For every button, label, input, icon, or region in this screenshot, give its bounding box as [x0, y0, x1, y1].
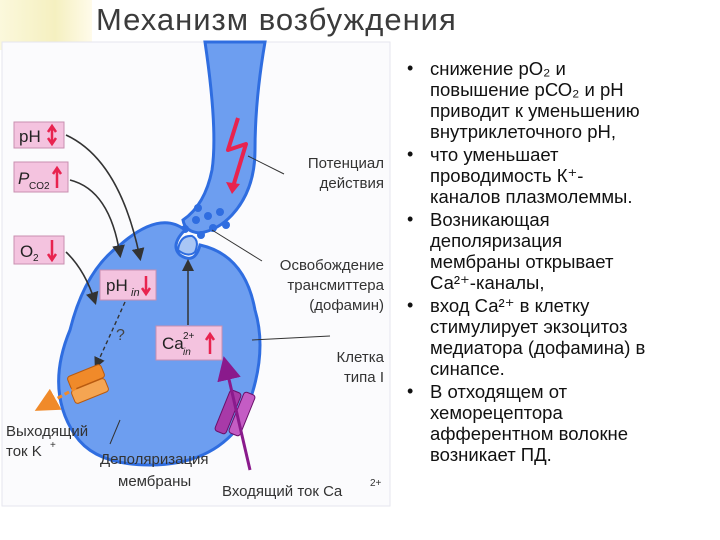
- outward-k-label-1: Выходящий: [6, 423, 88, 440]
- question-mark: ?: [116, 327, 125, 344]
- cell-type-label-1: Клетка: [337, 349, 385, 366]
- o2-label: O: [20, 242, 33, 261]
- cain-sub: in: [183, 347, 191, 358]
- slide-title: Механизм возбуждения: [96, 2, 457, 37]
- outward-k-label-2: ток K: [6, 443, 42, 460]
- ph-box: [13, 121, 65, 149]
- phin-sub: in: [131, 287, 140, 299]
- o2-box: [13, 235, 65, 265]
- arrow-o2: [65, 251, 99, 306]
- ph-label: pH: [19, 127, 41, 146]
- pco2-label: P: [18, 169, 30, 188]
- inward-ca-sup: 2+: [370, 478, 382, 489]
- k-outward-arrow: [34, 386, 77, 411]
- action-potential-arrow: [226, 117, 248, 191]
- action-potential-label-1: Потенциал: [308, 155, 384, 172]
- arrow-ph: [65, 134, 145, 262]
- depolarization-label-2: мембраны: [118, 473, 191, 490]
- ca-inward-arrow: [217, 356, 252, 471]
- chemoreceptor-diagram: pH P CO2 O 2 pH in ? Ca in 2+ Потенциал …: [1, 40, 391, 507]
- transmitter-label-3: (дофамин): [309, 297, 384, 314]
- inward-ca-label: Входящий ток Ca: [222, 483, 343, 500]
- pco2-sub: CO2: [29, 181, 50, 192]
- arrow-to-k-channel: [94, 301, 126, 369]
- depolarization-label-1: Деполяризация: [100, 451, 209, 468]
- action-potential-label-2: действия: [320, 175, 384, 192]
- o2-sub: 2: [33, 253, 39, 264]
- arrow-pco2: [69, 179, 125, 259]
- pco2-box: [13, 161, 69, 193]
- cain-sup: 2+: [183, 331, 195, 342]
- phin-label: pH: [106, 276, 128, 295]
- cell-type-label-2: типа I: [344, 369, 384, 386]
- transmitter-label-2: трансмиттера: [287, 277, 384, 294]
- cain-label: Ca: [162, 334, 184, 353]
- outward-k-sup: +: [50, 440, 56, 451]
- transmitter-label-1: Освобождение: [280, 257, 384, 274]
- k-channel: [67, 364, 109, 404]
